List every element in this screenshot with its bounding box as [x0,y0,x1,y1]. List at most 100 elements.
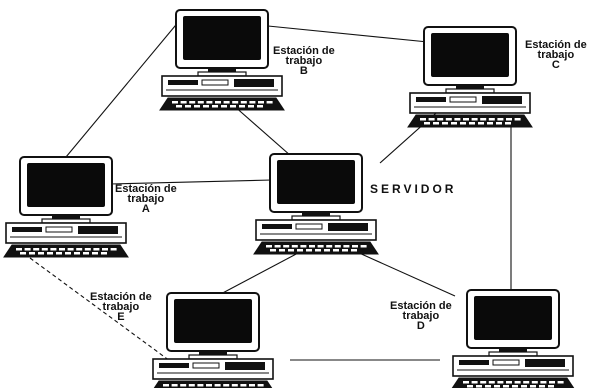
screen-c [431,33,509,77]
key-c [497,118,503,121]
key-e [180,384,186,387]
label-e-line-3: E [90,312,152,322]
key-a [93,248,99,251]
key-c [480,118,486,121]
key-d [515,381,521,384]
label-workstation-a: Estación de trabajo A [115,184,177,214]
screen-a [27,163,105,207]
key-a [29,252,35,255]
key-c [446,118,452,121]
key-s [297,249,303,252]
key-s [279,249,285,252]
key-b [239,105,245,108]
key-a [92,252,98,255]
label-workstation-e: Estación de trabajo E [90,292,152,322]
key-d [558,381,564,384]
drive-bay-s [262,224,292,229]
drive-bay-d [459,360,489,365]
key-b [241,101,247,104]
key-s [315,249,321,252]
label-servidor-text: SERVIDOR [370,184,456,194]
key-d [512,385,518,388]
key-b [198,101,204,104]
link-s-d [348,248,455,296]
key-a [25,248,31,251]
key-c [487,122,493,125]
key-c [472,118,478,121]
key-c [451,122,457,125]
key-d [480,381,486,384]
key-s [324,249,330,252]
drive-bay-c [416,97,446,102]
key-d [497,381,503,384]
key-s [275,245,281,248]
key-e [240,384,246,387]
key-c [437,118,443,121]
keyboard-s [254,242,378,254]
key-d [485,385,491,388]
key-b [224,101,230,104]
key-b [267,101,273,104]
key-a [16,248,22,251]
key-e [163,384,169,387]
drive-bay-2-c [450,97,476,102]
key-a [101,252,107,255]
key-e [215,384,221,387]
label-servidor: SERVIDOR [370,184,456,194]
key-a [50,248,56,251]
label-d-line-3: D [390,321,452,331]
key-s [283,245,289,248]
key-e [258,384,264,387]
key-a [59,248,65,251]
key-c [496,122,502,125]
key-b [258,101,264,104]
key-s [309,245,315,248]
key-c [515,118,521,121]
key-b [212,105,218,108]
key-a [102,248,108,251]
key-s [318,245,324,248]
workstation-b [160,10,284,110]
key-d [549,381,555,384]
key-b [181,101,187,104]
drive-bay-b [168,80,198,85]
key-a [33,248,39,251]
key-c [429,118,435,121]
key-s [306,249,312,252]
key-s [300,245,306,248]
key-a [83,252,89,255]
key-b [194,105,200,108]
keyboard-c [408,115,532,127]
key-c [433,122,439,125]
key-a [47,252,53,255]
key-s [266,245,272,248]
front-panel-d [525,359,565,367]
key-e [197,384,203,387]
key-e [223,384,229,387]
key-s [335,245,341,248]
drive-bay-2-a [46,227,72,232]
key-d [494,385,500,388]
drive-bay-2-d [493,360,519,365]
label-workstation-b: Estación de trabajo B [273,46,335,76]
key-e [249,384,255,387]
key-b [221,105,227,108]
key-b [203,105,209,108]
key-b [206,101,212,104]
key-s [361,245,367,248]
key-b [257,105,263,108]
link-b-c [268,26,428,42]
key-s [342,249,348,252]
key-b [249,101,255,104]
key-c [489,118,495,121]
key-c [454,118,460,121]
key-s [270,249,276,252]
key-e [172,384,178,387]
key-c [420,118,426,121]
key-c [442,122,448,125]
drive-bay-2-b [202,80,228,85]
key-d [530,385,536,388]
key-a [38,252,44,255]
key-d [503,385,509,388]
key-a [65,252,71,255]
